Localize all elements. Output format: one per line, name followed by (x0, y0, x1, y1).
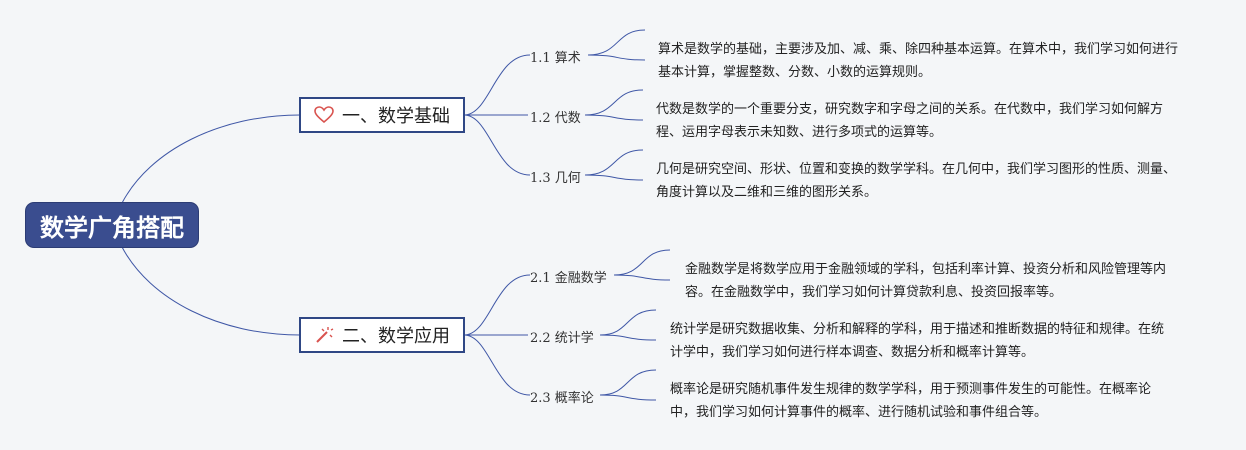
link-s12-desc (584, 89, 644, 121)
link-s23-desc (599, 369, 657, 401)
link-b2-s3 (463, 334, 531, 396)
desc-statistics[interactable]: 统计学是研究数据收集、分析和解释的学科，用于描述和推断数据的特征和规律。在统计学… (670, 322, 1165, 360)
desc-financial-math[interactable]: 金融数学是将数学应用于金融领域的学科，包括利率计算、投资分析和风险管理等内容。在… (685, 262, 1167, 300)
link-root-branch1 (121, 114, 301, 204)
root-node[interactable]: 数学广角搭配 (26, 203, 198, 247)
sub-node-financial-math[interactable]: 2.1 金融数学 (530, 267, 607, 286)
link-b2-s1 (463, 274, 531, 336)
link-s21-desc (613, 249, 671, 281)
link-s11-desc (587, 29, 646, 61)
sub-node-algebra[interactable]: 1.2 代数 (530, 107, 581, 126)
link-s13-desc (584, 149, 644, 181)
sub-node-probability[interactable]: 2.3 概率论 (530, 387, 594, 406)
branch-node-math-applications[interactable]: 二、数学应用 (299, 317, 465, 353)
link-b1-s1 (463, 54, 531, 116)
sub-label: 1.1 算术 (530, 51, 581, 66)
branch-node-math-basics[interactable]: 一、数学基础 (299, 97, 465, 133)
sub-node-arithmetic[interactable]: 1.1 算术 (530, 47, 581, 66)
desc-probability[interactable]: 概率论是研究随机事件发生规律的数学学科，用于预测事件发生的可能性。在概率论中，我… (670, 382, 1152, 420)
sub-label: 1.3 几何 (530, 171, 581, 186)
sub-node-statistics[interactable]: 2.2 统计学 (530, 327, 594, 346)
desc-geometry[interactable]: 几何是研究空间、形状、位置和变换的数学学科。在几何中，我们学习图形的性质、测量、… (656, 162, 1177, 200)
sub-node-geometry[interactable]: 1.3 几何 (530, 167, 581, 186)
link-s22-desc (599, 309, 657, 341)
desc-arithmetic[interactable]: 算术是数学的基础，主要涉及加、减、乘、除四种基本运算。在算术中，我们学习如何进行… (658, 42, 1179, 80)
link-b1-s3 (463, 114, 531, 176)
branch-label: 二、数学应用 (342, 326, 450, 347)
sub-label: 2.1 金融数学 (530, 271, 607, 286)
sub-label: 2.3 概率论 (530, 391, 594, 406)
sub-label: 1.2 代数 (530, 111, 581, 126)
desc-algebra[interactable]: 代数是数学的一个重要分支，研究数字和字母之间的关系。在代数中，我们学习如何解方程… (656, 102, 1164, 140)
heart-icon (314, 106, 334, 124)
magic-wand-icon (314, 325, 334, 345)
sub-label: 2.2 统计学 (530, 331, 594, 346)
branch-label: 一、数学基础 (342, 106, 450, 127)
root-title: 数学广角搭配 (40, 213, 184, 242)
link-root-branch2 (121, 246, 301, 336)
